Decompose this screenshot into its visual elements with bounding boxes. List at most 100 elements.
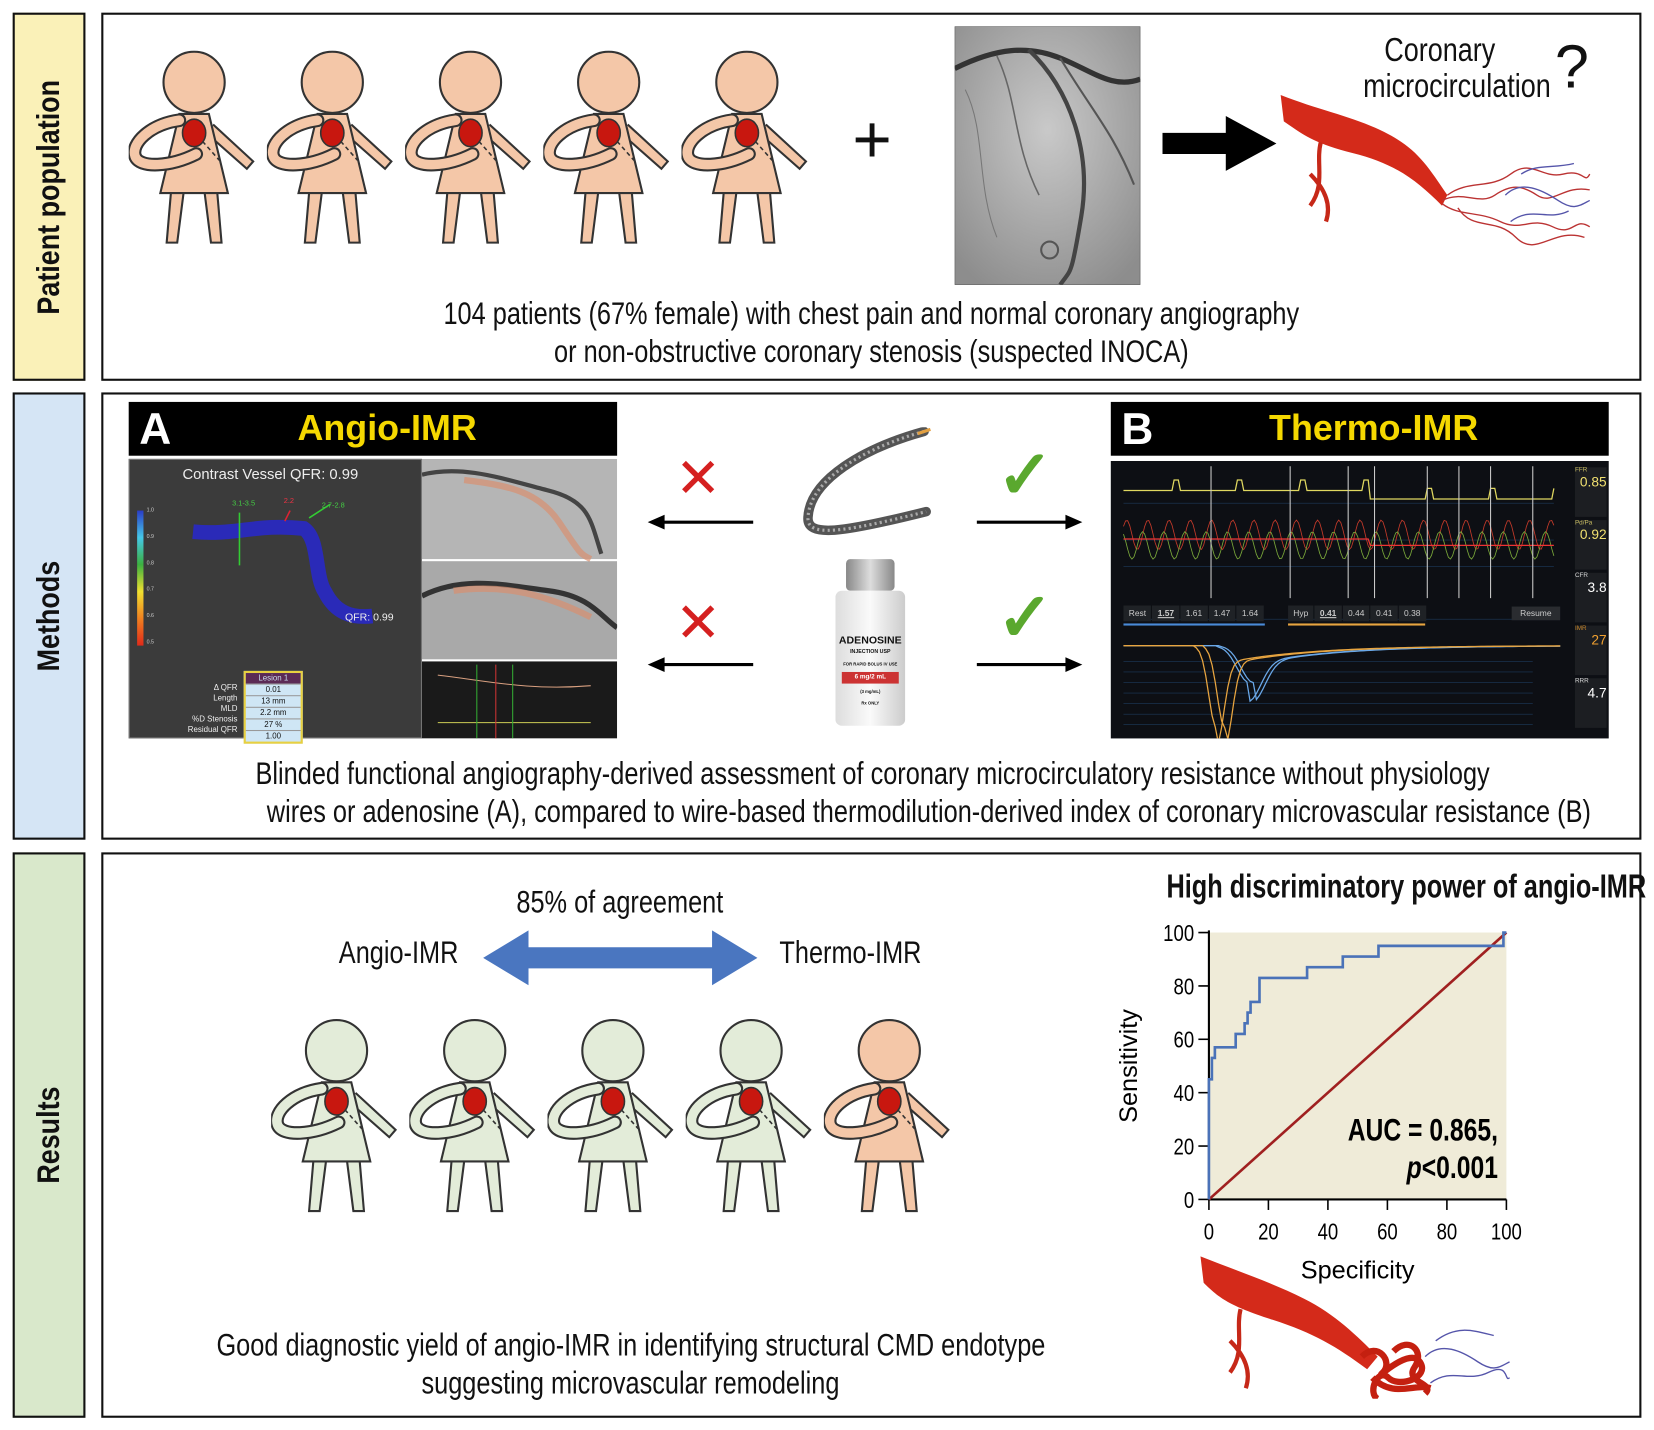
micro-label-line2: microcirculation [1363,66,1551,105]
marker-label: 2.7-2.8 [321,502,345,510]
colorbar-tick: 1.0 [146,507,154,514]
check-icon: ✓ [996,436,1054,513]
lesion-row-label: %D Stenosis [192,714,238,724]
plus-sign: + [852,101,892,178]
transit-time-value[interactable]: 0.38 [1398,605,1426,622]
pressure-trace [1123,531,1555,560]
remodeled-microcirculation-illustration [1200,1256,1511,1399]
lesion-header: Lesion 1 [245,673,301,684]
caption-line2: or non-obstructive coronary stenosis (su… [554,334,1189,370]
resume-button[interactable]: Resume [1511,606,1560,621]
metric-value: 3.8 [1587,579,1607,595]
lesion-row-value: 2.2 mm [245,706,301,719]
lesion-row-value: 1.00 [245,729,301,742]
lesion-row-value: 27 % [245,718,301,730]
x-axis-label: Specificity [1301,1257,1415,1285]
angiogram-image [954,26,1141,285]
cross-icon: ✕ [675,592,722,655]
caption-line1: 104 patients (67% female) with chest pai… [443,296,1300,332]
x-tick-label: 40 [1318,1220,1339,1245]
section-label-text: Results [31,1086,66,1184]
pressure-wire-image [803,427,931,536]
lesion-row-label: Δ QFR [213,682,238,693]
y-tick-label: 100 [1163,921,1194,946]
colorbar-tick: 0.5 [146,639,154,646]
y-tick-label: 20 [1174,1135,1195,1160]
agreement-text: 85% of agreement [516,885,724,920]
agreement-label: 85% of agreement [454,884,786,922]
right-arrow-icon [976,657,1083,672]
caption-line2: wires or adenosine (A), compared to wire… [266,794,1591,830]
vial-sub: INJECTION USP [850,648,891,656]
color-scale-bar [137,510,144,646]
cross-icon: ✕ [675,448,722,510]
vessel-3d-model [192,503,374,624]
panel-title: Angio-IMR [297,408,477,449]
transit-time-value[interactable]: 1.47 [1208,605,1236,622]
methods-caption: Blinded functional angiography-derived a… [101,755,1641,831]
transit-time-value[interactable]: 0.41 [1370,605,1398,622]
metric-label: FFR [1574,467,1588,474]
transit-time-value[interactable]: 0.44 [1342,605,1370,622]
pressure-thermodilution-traces [1123,466,1561,739]
metric-label: RRR [1574,678,1589,685]
transit-time-value[interactable]: 0.41 [1314,605,1342,622]
right-arrow-icon [976,514,1083,530]
y-tick-label: 80 [1174,974,1195,999]
thermo-imr-label: Thermo-IMR [762,935,936,973]
transit-time-value[interactable]: 1.64 [1236,605,1264,622]
aortic-trace [1123,479,1555,500]
roc-series-roc-angio-imr [1207,931,1507,1200]
check-icon: ✓ [996,579,1054,656]
transit-time-value[interactable]: 1.61 [1180,605,1208,622]
panel-letter: A [139,404,172,454]
lesion-row-label: Length [213,693,238,703]
row-label: Rest [1123,605,1152,622]
population-caption: 104 patients (67% female) with chest pai… [101,295,1641,371]
x-tick-label: 100 [1491,1220,1522,1245]
panel-b-header: B Thermo-IMR [1110,401,1609,456]
patient-figure [128,50,255,244]
colorbar-tick: 0.8 [146,560,154,567]
methods-panel [101,392,1642,840]
marker-label: 2.2 [283,497,295,506]
lesion-row-value: 0.01 [245,683,301,696]
thermodilution-curve [1123,644,1561,739]
micro-label-line1: Coronary [1384,30,1496,69]
x-tick-label: 60 [1377,1220,1398,1245]
panel-title: Thermo-IMR [1269,408,1479,449]
question-mark: ? [1554,32,1589,102]
colorbar-tick: 0.9 [146,533,154,541]
colorbar-tick: 0.6 [146,612,154,620]
vial-rx: Rx ONLY [861,700,880,706]
chart-title-text: High discriminatory power of angio-IMR [1166,867,1647,906]
label-text: Angio-IMR [338,935,459,971]
auc-annotation: AUC = 0.865, [1348,1113,1498,1149]
transit-time-value[interactable]: 1.57 [1152,605,1180,622]
y-tick-label: 0 [1184,1188,1194,1213]
caption-line2: suggesting microvascular remodeling [421,1366,840,1401]
patient-figure [543,50,670,244]
patient-figure [266,50,393,244]
lesion-row-value: 13 mm [245,695,301,707]
x-tick-label: 80 [1437,1220,1458,1245]
caption-line1: Good diagnostic yield of angio-IMR in id… [216,1328,1046,1363]
section-label-text: Methods [31,560,66,672]
thermodilution-curve [1123,644,1561,702]
row-label: Hyp [1288,605,1314,622]
vessel-qfr-title: Contrast Vessel QFR: 0.99 [182,465,359,483]
results-panel [101,852,1642,1418]
population-panel [101,12,1642,381]
patient-figure [547,1019,674,1213]
y-tick-label: 40 [1174,1081,1195,1106]
